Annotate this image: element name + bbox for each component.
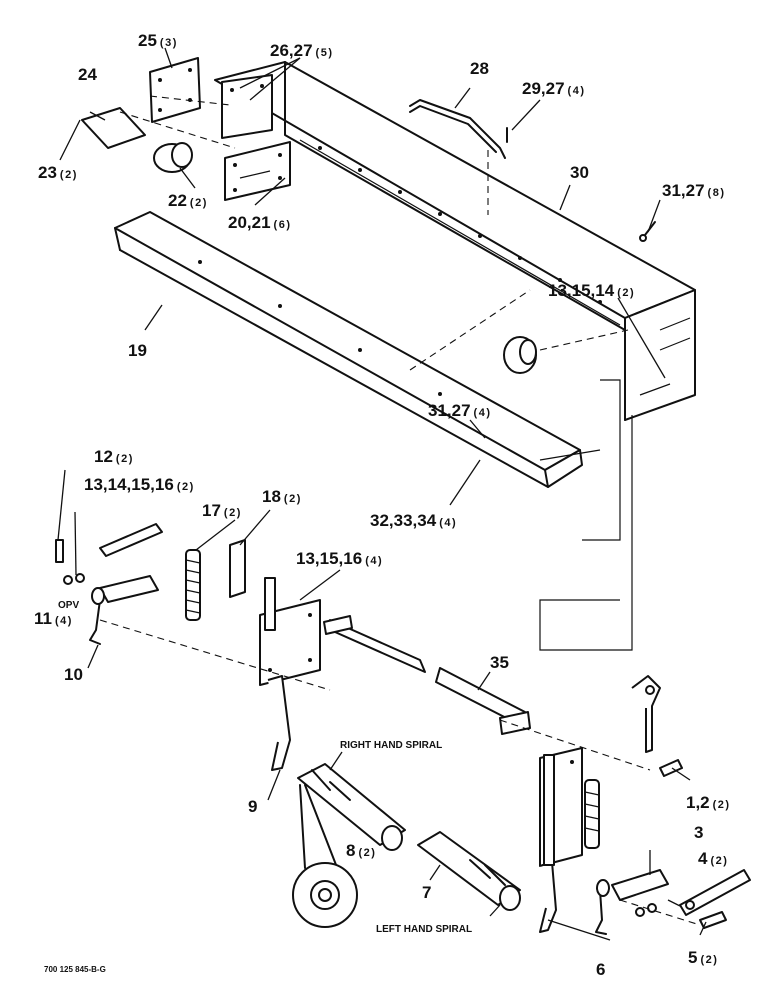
latch-part-1 xyxy=(631,675,661,753)
spring-right xyxy=(584,779,600,849)
callout-28: 28 xyxy=(470,59,489,78)
rod-upper-left xyxy=(99,523,163,557)
plate-part-25 xyxy=(149,57,201,123)
left-linkage-assembly xyxy=(89,539,321,771)
alignment-lines-upper xyxy=(119,95,629,371)
callout-1-2: 1,2(2) xyxy=(686,793,731,812)
lower-bracket-right xyxy=(595,879,657,935)
callout-19: 19 xyxy=(128,341,147,360)
callout-12: 12(2) xyxy=(94,447,134,466)
callout-4: 4(2) xyxy=(698,849,728,868)
bolt-part-12 xyxy=(55,539,64,563)
callout-7: 7 xyxy=(422,883,431,902)
spring-part-17 xyxy=(185,549,201,621)
connecting-rod-part-35 xyxy=(323,615,531,735)
plate-part-24 xyxy=(81,107,146,149)
callout-11: 11(4) xyxy=(34,609,73,628)
spiral-roller-right xyxy=(297,763,406,851)
callout-13-left: 13,14,15,16(2) xyxy=(84,475,195,494)
end-bracket-assembly xyxy=(221,74,291,201)
callout-30: 30 xyxy=(570,163,589,182)
tray-part-19 xyxy=(114,211,583,488)
callout-5: 5(2) xyxy=(688,948,718,967)
callout-35: 35 xyxy=(490,653,509,672)
callout-8: 8(2) xyxy=(346,841,376,860)
callout-32: 32,33,34(4) xyxy=(370,511,457,530)
note-opv: OPV xyxy=(58,600,79,611)
callout-13-right: 13,15,14(2) xyxy=(548,281,635,300)
drawing-number: 700 125 845-B-G xyxy=(44,965,106,974)
leader-lines xyxy=(57,47,707,941)
roller-part-22 xyxy=(153,142,193,173)
roller-right-side xyxy=(503,336,537,374)
callout-18: 18(2) xyxy=(262,487,302,506)
callout-23: 23(2) xyxy=(38,163,78,182)
callout-20: 20,21(6) xyxy=(228,213,292,232)
bearing-detail-part-8 xyxy=(292,784,358,928)
callout-31-top: 31,27(8) xyxy=(662,181,726,200)
callout-29: 29,27(4) xyxy=(522,79,586,98)
handle-part-28 xyxy=(409,99,506,159)
right-linkage-assembly xyxy=(539,747,583,933)
spiral-roller-left-part-7 xyxy=(417,831,521,911)
alignment-lines-lower xyxy=(99,619,701,926)
callout-31-lower: 31,27(4) xyxy=(428,401,492,420)
main-channel-part-30 xyxy=(214,61,696,421)
callout-9: 9 xyxy=(248,797,257,816)
bolt-part-5 xyxy=(699,911,727,929)
bolt-part-2 xyxy=(659,759,683,777)
callout-10: 10 xyxy=(64,665,83,684)
callout-24: 24 xyxy=(78,65,97,84)
callout-26: 26,27(5) xyxy=(270,41,334,60)
bracket-part-3 xyxy=(611,869,669,901)
callout-6: 6 xyxy=(596,960,605,979)
callout-25: 25(3) xyxy=(138,31,178,50)
note-left-hand-spiral: LEFT HAND SPIRAL xyxy=(376,924,472,935)
callout-17: 17(2) xyxy=(202,501,242,520)
rod-part-4 xyxy=(679,869,751,916)
callout-3: 3 xyxy=(694,823,703,842)
note-right-hand-spiral: RIGHT HAND SPIRAL xyxy=(340,740,442,751)
callout-labels: 25(3) 26,27(5) 24 28 29,27(4) 23(2) 30 3… xyxy=(34,31,731,979)
callout-13-center: 13,15,16(4) xyxy=(296,549,383,568)
callout-22: 22(2) xyxy=(168,191,208,210)
washers-part-11 xyxy=(63,573,85,585)
routing-lines xyxy=(539,379,633,651)
